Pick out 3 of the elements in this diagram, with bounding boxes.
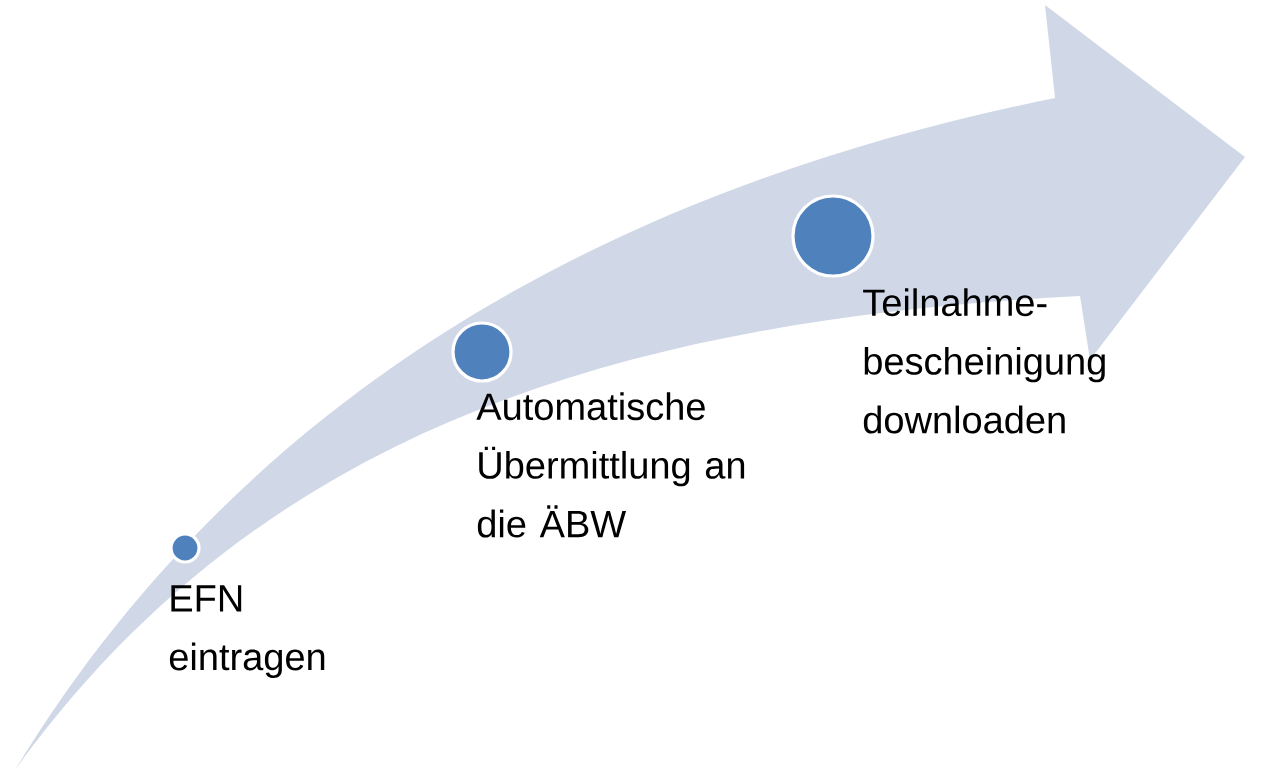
- step-label: Automatische Übermittlung an die ÄBW: [476, 392, 745, 538]
- step-label: Teilnahme- bescheinigung downloaden: [863, 288, 1105, 434]
- step-label: EFN eintragen: [169, 585, 325, 678]
